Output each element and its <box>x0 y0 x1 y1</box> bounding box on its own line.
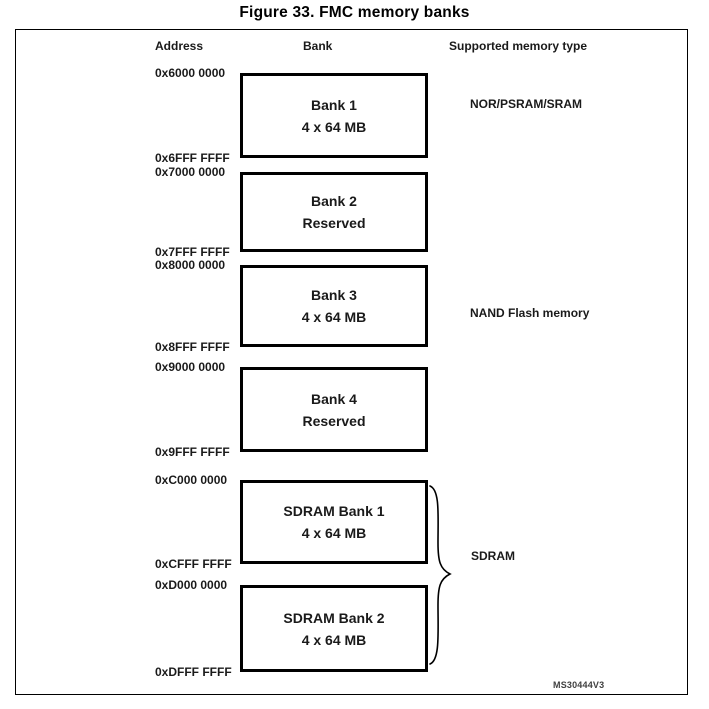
bank-capacity: 4 x 64 MB <box>301 631 367 648</box>
bank-row-2: 0x7000 0000 0x7FFF FFFF Bank 2 Reserved <box>0 165 709 259</box>
bank-capacity: Reserved <box>302 412 366 429</box>
bank-name: Bank 1 <box>311 96 357 113</box>
column-header-memory-type: Supported memory type <box>449 39 588 53</box>
bank-row-3: 0x8000 0000 0x8FFF FFFF Bank 3 4 x 64 MB <box>0 258 709 354</box>
column-header-address: Address <box>155 39 204 53</box>
figure-watermark-code: MS30444V3 <box>553 680 605 690</box>
address-start-label: 0x8000 0000 <box>155 258 226 272</box>
figure-title: Figure 33. FMC memory banks <box>239 4 470 21</box>
address-start-label: 0x7000 0000 <box>155 165 226 179</box>
address-end-label: 0xDFFF FFFF <box>155 665 232 679</box>
bank-row-sdram1: 0xC000 0000 0xCFFF FFFF SDRAM Bank 1 4 x… <box>0 473 709 571</box>
address-start-label: 0x6000 0000 <box>155 66 226 80</box>
sdram-brace-icon <box>429 485 452 665</box>
address-end-label: 0x9FFF FFFF <box>155 445 230 459</box>
memory-box-sdram1: SDRAM Bank 1 4 x 64 MB <box>240 480 428 564</box>
bank-row-4: 0x9000 0000 0x9FFF FFFF Bank 4 Reserved <box>0 360 709 459</box>
bank-row-1: 0x6000 0000 0x6FFF FFFF Bank 1 4 x 64 MB <box>0 66 709 165</box>
bank-row-sdram2: 0xD000 0000 0xDFFF FFFF SDRAM Bank 2 4 x… <box>0 578 709 679</box>
bank-capacity: 4 x 64 MB <box>301 525 367 541</box>
bank-capacity: 4 x 64 MB <box>301 118 367 135</box>
bank-name: Bank 3 <box>311 287 357 303</box>
bank-capacity: Reserved <box>302 215 366 231</box>
bank-capacity: 4 x 64 MB <box>301 309 367 325</box>
bank-name: SDRAM Bank 1 <box>283 503 385 519</box>
address-end-label: 0x7FFF FFFF <box>155 245 230 259</box>
address-end-label: 0x6FFF FFFF <box>155 151 230 165</box>
memory-type-sdram: SDRAM <box>471 549 515 563</box>
memory-box-bank2: Bank 2 Reserved <box>240 172 428 252</box>
address-start-label: 0xC000 0000 <box>155 473 228 487</box>
address-end-label: 0xCFFF FFFF <box>155 557 232 571</box>
memory-type-nand-flash: NAND Flash memory <box>470 306 590 320</box>
address-start-label: 0xD000 0000 <box>155 578 228 592</box>
bank-name: Bank 4 <box>311 390 357 407</box>
memory-box-bank4: Bank 4 Reserved <box>240 367 428 452</box>
bank-name: Bank 2 <box>311 193 357 209</box>
address-end-label: 0x8FFF FFFF <box>155 340 230 354</box>
memory-box-bank3: Bank 3 4 x 64 MB <box>240 265 428 347</box>
bank-name: SDRAM Bank 2 <box>283 609 385 626</box>
memory-box-sdram2: SDRAM Bank 2 4 x 64 MB <box>240 585 428 672</box>
address-start-label: 0x9000 0000 <box>155 360 226 374</box>
memory-box-bank1: Bank 1 4 x 64 MB <box>240 73 428 158</box>
column-header-bank: Bank <box>303 39 333 53</box>
memory-type-nor-psram-sram: NOR/PSRAM/SRAM <box>470 97 583 111</box>
